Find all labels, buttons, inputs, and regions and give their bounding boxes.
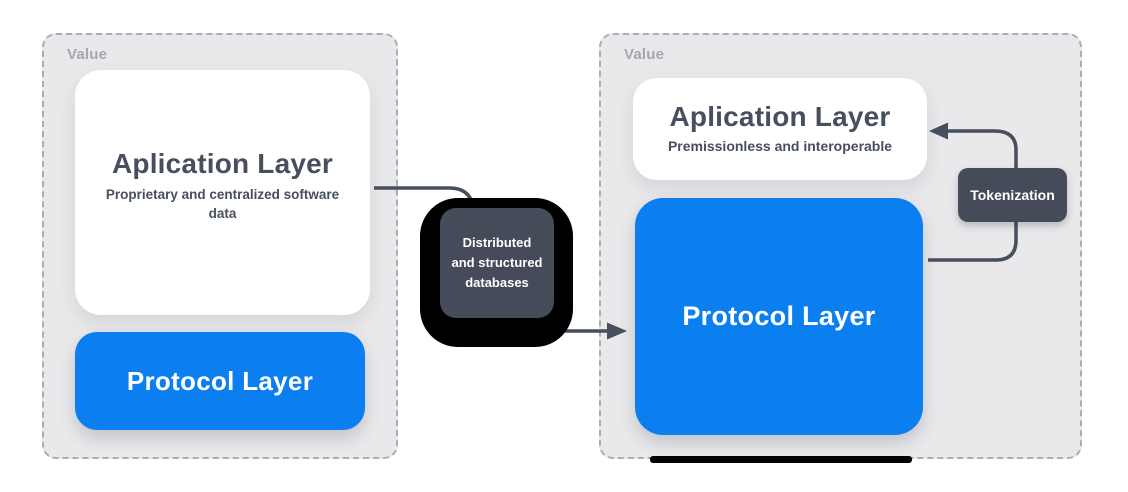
right-panel-bottom-shadow (650, 456, 912, 463)
application-layer-subtitle: Proprietary and centralized software dat… (105, 186, 340, 222)
panel-label: Value (624, 46, 665, 63)
protocol-layer-title: Protocol Layer (126, 365, 314, 396)
databases-node: Distributed and structured databases (440, 208, 554, 318)
tokenization-node: Tokenization (958, 168, 1067, 222)
application-layer-box-right: Aplication Layer Premissionless and inte… (633, 78, 927, 180)
application-layer-title: Aplication Layer (669, 100, 891, 132)
application-layer-subtitle: Premissionless and interoperable (667, 137, 893, 154)
panel-label: Value (67, 46, 108, 63)
application-layer-title: Aplication Layer (111, 148, 334, 180)
protocol-layer-box-right: Protocol Layer (635, 198, 923, 435)
protocol-layer-title: Protocol Layer (682, 301, 876, 331)
application-layer-box-left: Aplication Layer Proprietary and central… (75, 70, 370, 315)
tokenization-node-label: Tokenization (970, 187, 1055, 203)
databases-node-label: Distributed and structured databases (451, 234, 543, 291)
protocol-layer-box-left: Protocol Layer (75, 332, 365, 430)
